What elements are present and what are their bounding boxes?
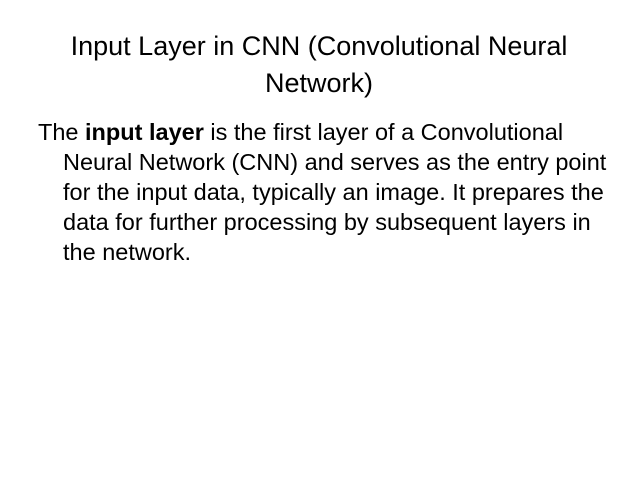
body-bold-term: input layer [85, 119, 204, 145]
body-lead-text: The [38, 119, 86, 145]
body-rest-text: is the first layer of a Convolutional Ne… [63, 119, 607, 265]
slide-title: Input Layer in CNN (Convolutional Neural… [70, 31, 568, 98]
slide-body-paragraph: The input layer is the first layer of a … [38, 117, 628, 267]
